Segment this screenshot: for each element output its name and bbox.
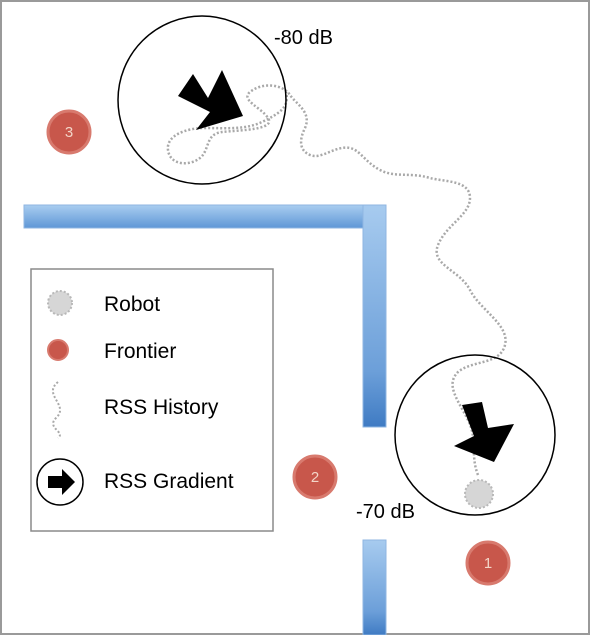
legend-frontier-icon xyxy=(47,339,69,361)
legend-box xyxy=(30,268,274,532)
rss-gradient-circle-bottom xyxy=(394,354,556,516)
frontier-1: 1 xyxy=(465,540,511,586)
wall-top xyxy=(23,204,387,229)
wall-right-upper xyxy=(362,204,387,428)
robot-marker xyxy=(464,479,494,509)
rss-label-bottom: -70 dB xyxy=(356,501,415,523)
rss-gradient-circle-top xyxy=(117,15,287,185)
rss-history-path xyxy=(166,84,507,476)
frontier-2: 2 xyxy=(292,454,338,500)
legend-rss-history-label: RSS History xyxy=(104,396,219,419)
legend-robot-label: Robot xyxy=(104,293,160,316)
gradient-arrow-bottom-icon xyxy=(454,402,514,462)
frontier-number: 2 xyxy=(311,469,319,486)
legend-rss-gradient-icon xyxy=(36,458,84,506)
rss-label-top: -80 dB xyxy=(274,27,333,49)
legend-frontier-label: Frontier xyxy=(104,340,176,363)
frontier-3: 3 xyxy=(46,109,92,155)
wall-right-lower xyxy=(362,539,387,635)
legend-rss-history-icon xyxy=(51,381,62,439)
frontier-number: 1 xyxy=(484,555,492,572)
walls xyxy=(23,204,387,635)
gradient-arrow-top-icon xyxy=(178,70,243,130)
legend-rss-gradient-label: RSS Gradient xyxy=(104,470,234,493)
legend-robot-icon xyxy=(47,290,73,316)
legend: Robot Frontier RSS History RSS Gradient xyxy=(30,268,274,532)
frontier-number: 3 xyxy=(65,124,73,141)
